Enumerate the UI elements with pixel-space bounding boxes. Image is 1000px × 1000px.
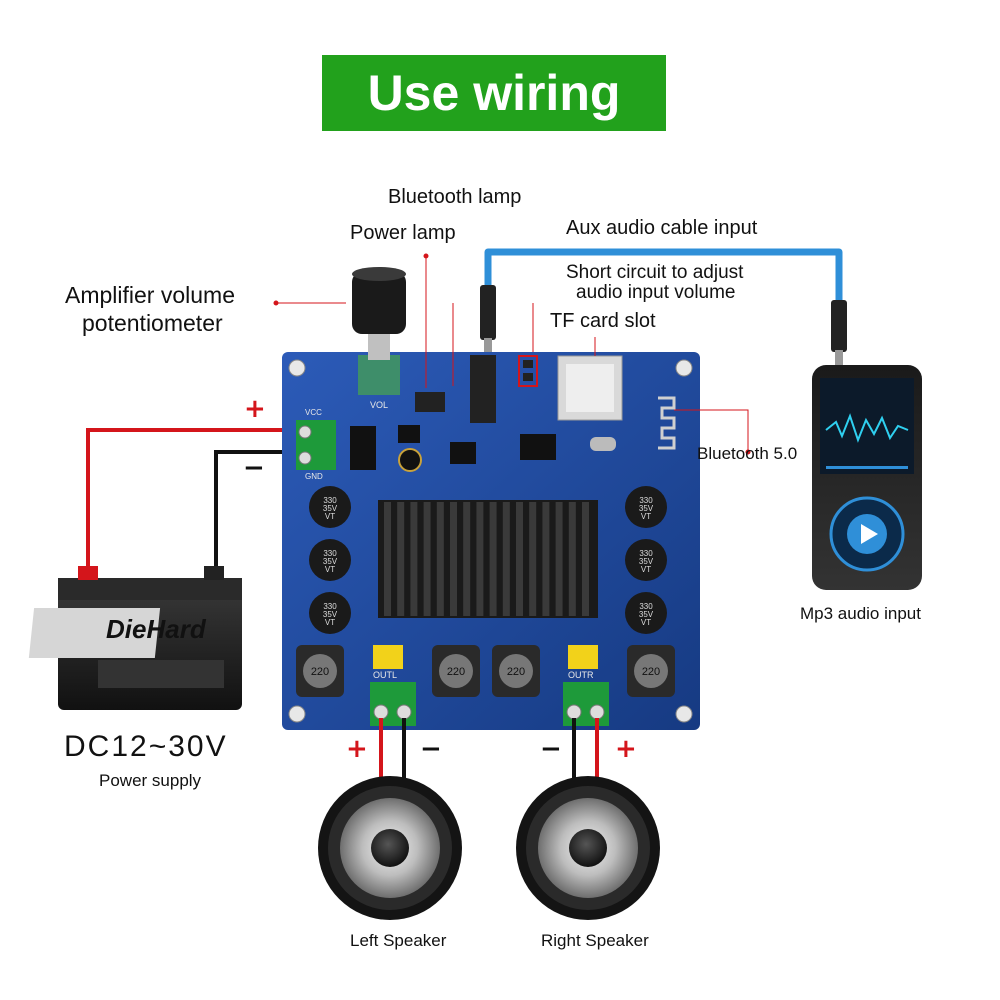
left-output-terminal [370,682,416,726]
title-banner: Use wiring [322,55,666,131]
heatsink-fin [542,502,550,616]
board-outr: OUTR [568,670,594,680]
label-power-lamp: Power lamp [350,222,456,244]
inductor-label: 220 [507,666,525,678]
left-speaker-minus-sign: − [420,734,442,764]
inductor-label: 220 [311,666,329,678]
heatsink-fin [582,502,589,616]
heatsink-fin [529,502,537,616]
right-speaker [516,776,660,920]
aux-plug-left [480,285,496,340]
heatsink-fin [423,502,431,616]
heatsink-fin [568,502,576,616]
label-power-supply: Power supply [99,771,202,790]
bluetooth-antenna [658,396,676,450]
heatsink-fin [397,502,405,616]
label-mp3-input: Mp3 audio input [800,604,921,623]
heatsink-fin [489,502,497,616]
page-title: Use wiring [367,65,621,121]
label-bluetooth-50: Bluetooth 5.0 [697,444,798,463]
heatsink-fin [555,502,563,616]
board-gnd: GND [305,472,323,481]
label-amp-volume-2: potentiometer [82,310,223,336]
battery-brand: DieHard [106,614,206,644]
label-bluetooth-lamp: Bluetooth lamp [388,186,522,208]
board-vcc: VCC [305,408,322,417]
aux-cable [484,248,843,310]
label-left-speaker: Left Speaker [350,931,447,950]
inductors: 220 220 220 220 [296,645,675,697]
aux-plug-right [831,300,847,352]
heatsink-fin [384,502,391,616]
left-speaker-plus-sign: + [346,734,368,764]
board-outl: OUTL [373,670,398,680]
inductor-label: 220 [642,666,660,678]
heatsink-fin [450,502,457,616]
label-dc-voltage: DC12~30V [64,730,228,763]
heatsink-fin [516,502,523,616]
label-tf-card: TF card slot [550,310,656,332]
black-power-wire [214,450,300,570]
callout-lines [273,253,751,455]
label-right-speaker: Right Speaker [541,931,649,950]
left-speaker [318,776,462,920]
right-speaker-minus-sign: − [540,734,562,764]
inductor-label: 220 [447,666,465,678]
heatsink-fin [436,502,444,616]
label-amp-volume: Amplifier volume [65,282,235,308]
label-short-circuit: Short circuit to adjust [566,262,744,283]
mp3-player [812,365,922,590]
heatsink-fin [476,502,484,616]
red-power-wire [86,428,300,580]
heatsink [378,500,598,618]
heatsink-fin [502,502,510,616]
board-vol: VOL [370,400,389,410]
heatsink-fin [410,502,418,616]
battery [28,566,242,710]
potentiometer-shaft [368,330,390,360]
potentiometer-knob [352,272,406,334]
right-output-terminal [563,682,609,726]
label-short-circuit-2: audio input volume [576,282,736,303]
heatsink-fin [463,502,471,616]
potentiometer-base [358,355,400,395]
battery-plus-sign: + [244,394,266,424]
label-aux-input: Aux audio cable input [566,217,758,239]
right-speaker-plus-sign: + [615,734,637,764]
battery-minus-sign: − [243,453,265,483]
